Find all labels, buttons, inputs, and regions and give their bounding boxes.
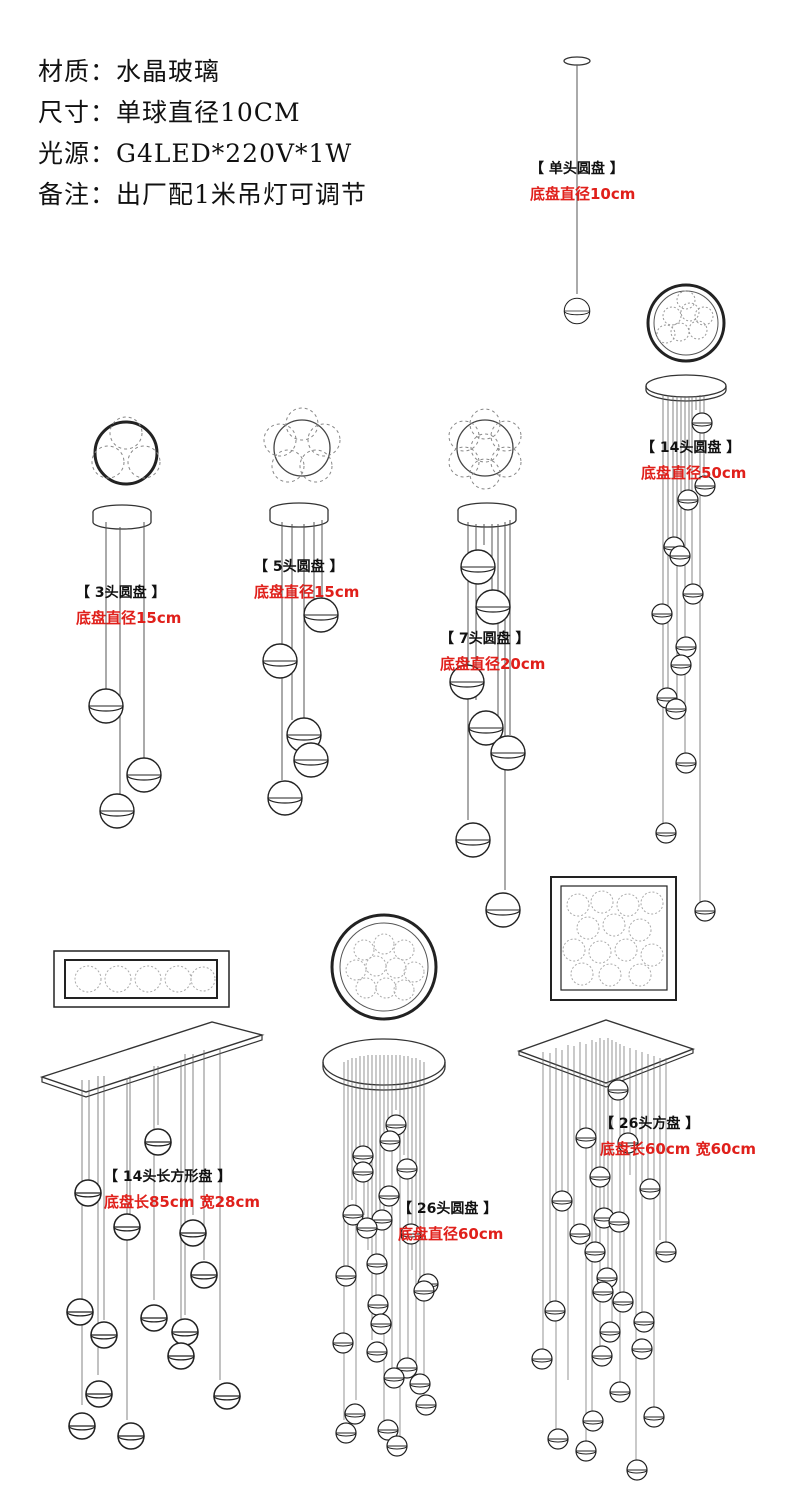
label-five-title: 【 5头圆盘 】	[254, 559, 344, 575]
single-head-pendant	[563, 56, 591, 325]
label-single: 【 单头圆盘 】 底盘直径10cm	[530, 158, 635, 204]
label-three: 【 3头圆盘 】 底盘直径15cm	[76, 582, 181, 628]
label-twentysix-square-spec: 底盘长60cm 宽60cm	[600, 1140, 757, 1158]
label-fourteen-round: 【 14头圆盘 】 底盘直径50cm	[641, 437, 746, 483]
label-single-spec: 底盘直径10cm	[530, 185, 636, 203]
spec-size: 尺寸：单球直径10CM	[38, 98, 301, 127]
label-fourteen-round-spec: 底盘直径50cm	[641, 464, 747, 482]
label-seven-title: 【 7头圆盘 】	[440, 631, 530, 647]
label-fourteen-rect-title: 【 14头长方形盘 】	[104, 1169, 232, 1185]
label-twentysix-round-title: 【 26头圆盘 】	[398, 1201, 498, 1217]
label-twentysix-round: 【 26头圆盘 】 底盘直径60cm	[398, 1198, 503, 1244]
fourteen-head-rect-pendant	[39, 950, 265, 1450]
spec-note: 备注：出厂配1米吊灯可调节	[38, 180, 367, 209]
five-head-pendant	[262, 407, 341, 816]
label-seven: 【 7头圆盘 】 底盘直径20cm	[440, 628, 545, 674]
twentysix-head-round-pendant	[322, 913, 446, 1457]
twentysix-head-square-pendant	[516, 876, 696, 1481]
label-single-title: 【 单头圆盘 】	[530, 161, 624, 177]
label-five: 【 5头圆盘 】 底盘直径15cm	[254, 556, 359, 602]
label-twentysix-square: 【 26头方盘 】 底盘长60cm 宽60cm	[600, 1113, 756, 1159]
label-twentysix-square-title: 【 26头方盘 】	[600, 1116, 700, 1132]
spec-material: 材质：水晶玻璃	[38, 57, 221, 86]
label-seven-spec: 底盘直径20cm	[440, 655, 546, 673]
label-twentysix-round-spec: 底盘直径60cm	[398, 1225, 504, 1243]
label-three-title: 【 3头圆盘 】	[76, 585, 166, 601]
seven-head-pendant	[448, 408, 526, 928]
label-fourteen-round-title: 【 14头圆盘 】	[641, 440, 741, 456]
label-three-spec: 底盘直径15cm	[76, 609, 182, 627]
label-five-spec: 底盘直径15cm	[254, 583, 360, 601]
three-head-pendant	[88, 416, 162, 829]
label-fourteen-rect: 【 14头长方形盘 】 底盘长85cm 宽28cm	[104, 1166, 260, 1212]
label-fourteen-rect-spec: 底盘长85cm 宽28cm	[104, 1193, 261, 1211]
fourteen-head-round-pendant	[645, 283, 727, 922]
spec-light: 光源：G4LED*220V*1W	[38, 139, 353, 168]
